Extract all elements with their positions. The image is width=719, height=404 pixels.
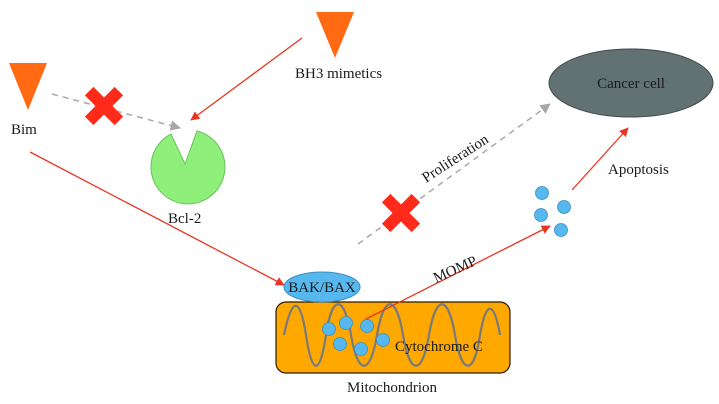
cancer-cell-label: Cancer cell (597, 76, 665, 92)
cytochrome-c-label: Cytochrome C (395, 339, 483, 355)
bh3-to-bcl2-arrow (190, 37, 303, 121)
bak-bax-label: BAK/BAX (288, 280, 356, 296)
momp-label: MOMP (431, 253, 479, 286)
released-cytochrome-dot (557, 200, 571, 214)
bcl2-label: Bcl-2 (168, 211, 201, 227)
released-cytochrome-dot (535, 186, 549, 200)
mitochondrial-cytochrome-dot (354, 342, 368, 356)
bh3-mimetics-triangle (316, 12, 354, 58)
bcl2-shape (150, 130, 226, 205)
bak-bax-ellipse (283, 271, 361, 303)
momp-arrow (365, 225, 551, 320)
mitochondrial-cytochrome-dot (322, 322, 336, 336)
bim-bcl2-block-cross-icon (84, 86, 124, 126)
proliferation-blocked-arrow (357, 103, 551, 245)
bim-triangle (9, 63, 47, 110)
mitochondrial-cytochrome-dot (360, 319, 374, 333)
mitochondrion-shape (275, 301, 511, 374)
proliferation-label: Proliferation (419, 131, 492, 186)
apoptosis-arrow (571, 127, 629, 191)
cancer-cell-ellipse (548, 48, 714, 118)
mitochondrion-cristae (282, 303, 502, 367)
bim-to-bakbax-arrow (29, 151, 285, 286)
mitochondrial-cytochrome-dot (376, 333, 390, 347)
released-cytochrome-dot (554, 223, 568, 237)
mitochondrial-cytochrome-dot (339, 316, 353, 330)
mitochondrion-label: Mitochondrion (347, 380, 437, 396)
mitochondrial-cytochrome-dots (322, 316, 390, 356)
apoptosis-label: Apoptosis (608, 162, 669, 178)
bh3-mimetics-label: BH3 mimetics (295, 66, 382, 82)
mitochondrial-cytochrome-dot (333, 337, 347, 351)
bim-label: Bim (11, 122, 37, 138)
proliferation-block-cross-icon (381, 193, 421, 233)
released-cytochrome-dot (534, 208, 548, 222)
released-cytochrome-dots (534, 186, 571, 237)
